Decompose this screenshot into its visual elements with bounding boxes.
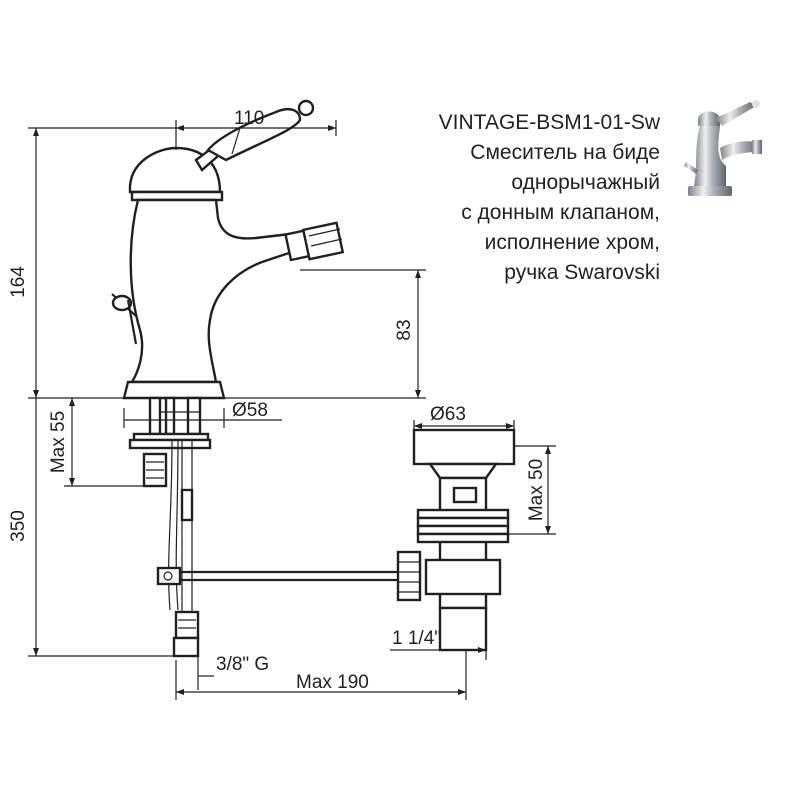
supply-hose: [168, 439, 200, 658]
dim-350: 350: [8, 510, 29, 542]
description-line: исполнение хром,: [484, 231, 660, 254]
dim-max55: Max 55: [48, 411, 69, 473]
description-line: с донным клапаном,: [461, 201, 660, 224]
dim-max190: Max 190: [296, 672, 369, 693]
popup-waste: [396, 428, 516, 652]
product-model: VINTAGE-BSM1-01-Sw: [438, 111, 660, 134]
dim-d63: Ø63: [430, 404, 466, 425]
description-line: Смеситель на биде: [470, 141, 660, 164]
handle-lever: [194, 99, 315, 172]
product-description: VINTAGE-BSM1-01-Sw Смеситель на биде одн…: [439, 108, 660, 288]
dim-164: 164: [8, 266, 29, 298]
spout-nozzle: [284, 221, 345, 262]
mounting-assembly: [128, 396, 212, 488]
waste-rod: [156, 566, 398, 586]
dim-supply-thread: 3/8" G: [216, 654, 269, 675]
popup-rod: [111, 293, 138, 345]
mixer-body: [122, 146, 294, 400]
dim-110: 110: [234, 108, 264, 129]
product-photo: [684, 100, 762, 196]
dim-max50: Max 50: [526, 459, 547, 521]
dimension-arrows: [33, 125, 551, 695]
description-line: ручка Swarovski: [504, 261, 660, 284]
dimension-lines: [28, 120, 556, 700]
dim-waste-thread: 1 1/4": [392, 628, 441, 649]
description-line: однорычажный: [511, 171, 660, 194]
dim-d58: Ø58: [232, 400, 268, 421]
dim-83: 83: [394, 319, 415, 340]
